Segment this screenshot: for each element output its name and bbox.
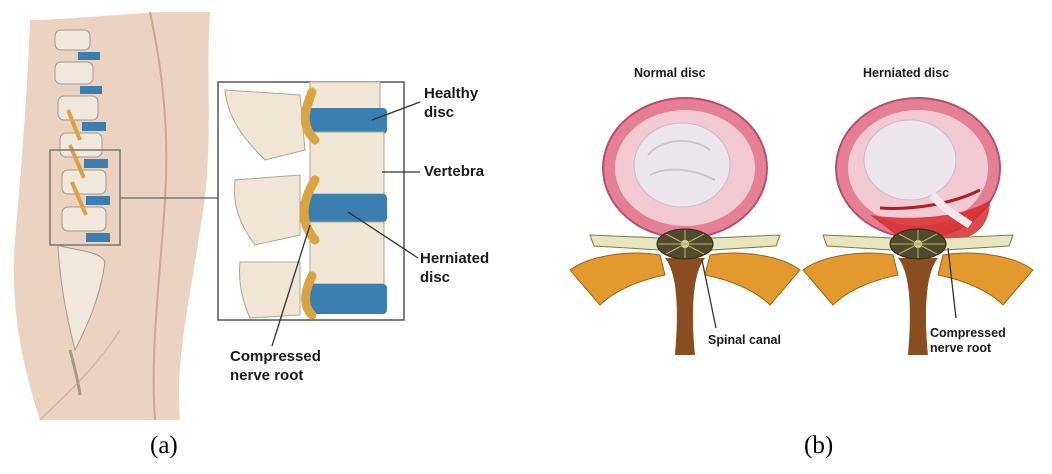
label-vertebra: Vertebra	[424, 162, 484, 181]
healthy-disc-shape	[305, 108, 387, 134]
normal-nucleus	[634, 123, 730, 207]
normal-disc-figure	[570, 98, 800, 355]
label-compressed-nerve-root-b: Compressed nerve root	[930, 326, 1006, 356]
title-herniated-disc: Herniated disc	[863, 66, 949, 81]
vertebra-body	[310, 132, 384, 194]
label-herniated-disc: Herniated disc	[420, 249, 489, 287]
detail-vertebrae	[225, 82, 387, 318]
spinous-process	[665, 258, 705, 355]
back-silhouette	[14, 12, 210, 420]
panel-a-spine-illustration: Healthy disc Vertebra Herniated disc Com…	[0, 0, 520, 474]
herniated-nucleus	[864, 120, 956, 200]
label-compressed-nerve-root: Compressed nerve root	[230, 347, 321, 385]
label-spinal-canal: Spinal canal	[708, 333, 781, 348]
spine-illustration	[0, 0, 520, 474]
caption-b: (b)	[804, 432, 833, 460]
caption-a: (a)	[150, 432, 178, 460]
herniated-disc-figure	[803, 98, 1033, 355]
panel-b-disc-cross-section: Normal disc Herniated disc Spinal canal …	[520, 0, 1052, 474]
title-normal-disc: Normal disc	[634, 66, 706, 81]
label-healthy-disc: Healthy disc	[424, 84, 478, 122]
disc-cross-sections	[520, 0, 1052, 474]
